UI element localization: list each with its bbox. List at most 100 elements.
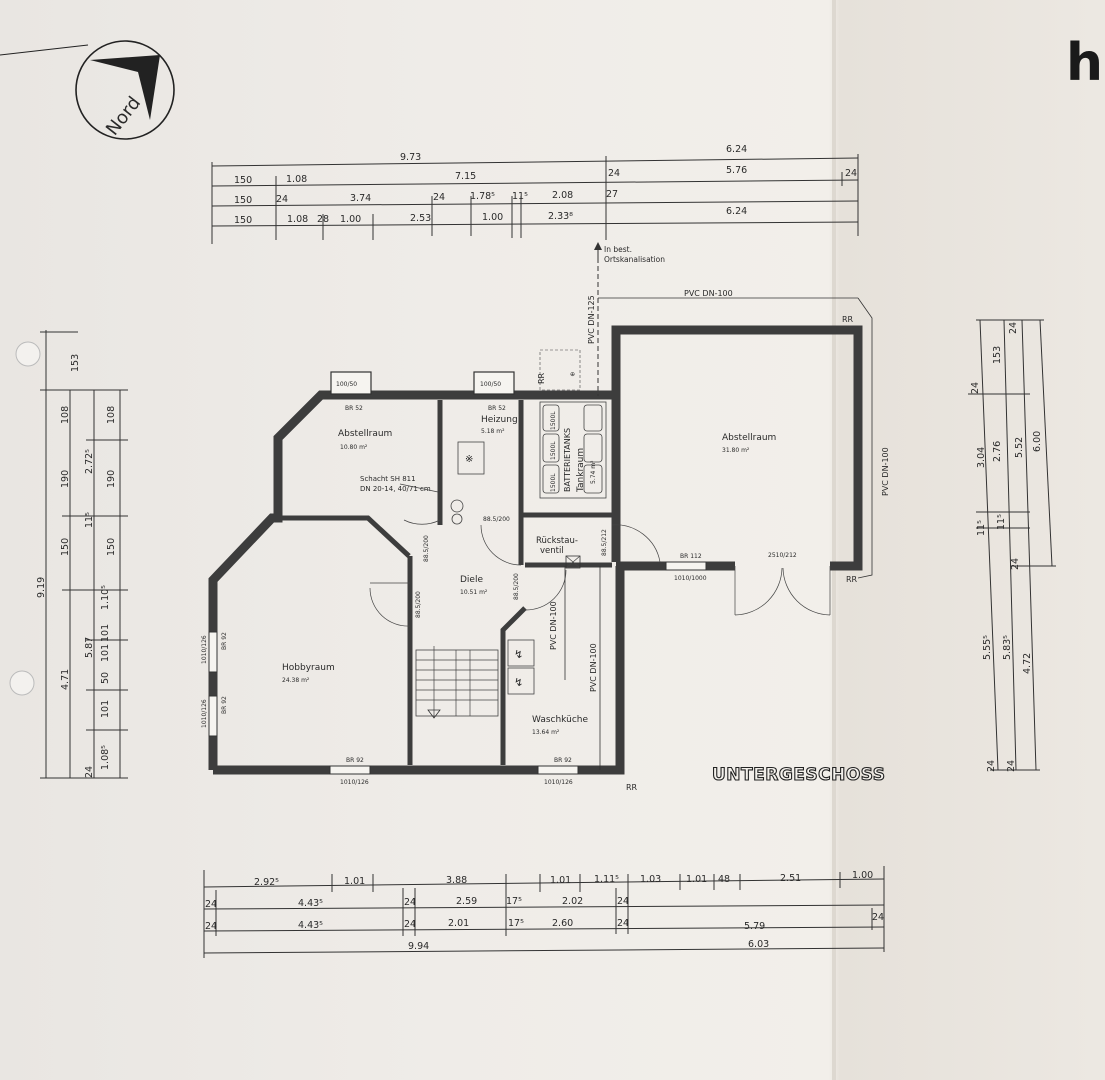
window-label: 1010/126 — [544, 779, 573, 786]
dim-label: 2.59 — [456, 896, 477, 907]
br-label: BR 52 — [345, 405, 363, 412]
dim-label: 9.73 — [400, 152, 421, 163]
left-dimensions: 153 9.19 4.71 108 190 150 5.87 24 2.72⁵ … — [36, 330, 128, 779]
dim-label: 5.52 — [1014, 437, 1025, 458]
washing-machine-icon: ↯ ↯ — [507, 639, 535, 695]
dim-label: 2.76 — [992, 441, 1003, 462]
doors: 2510/212 88.5/200 88.5/200 88.5/212 88.5… — [369, 516, 831, 627]
dim-label: 1.08 — [286, 174, 307, 185]
walls — [208, 325, 863, 775]
room-area: 5.74 m² — [590, 460, 597, 484]
room-name: Diele — [460, 575, 483, 585]
room-area: 24.38 m² — [282, 677, 310, 684]
dim-label: 5.87 — [84, 637, 95, 658]
dim-label: 5.55⁵ — [982, 635, 993, 660]
window-label: 100/50 — [336, 381, 357, 388]
dim-label: 3.88 — [446, 875, 467, 886]
door-label: 88.5/212 — [601, 529, 608, 556]
pipe-label: PVC DN-100 — [881, 447, 890, 496]
room-area: 10.80 m² — [340, 444, 368, 451]
rr-label: RR — [846, 575, 858, 584]
valve-icon — [565, 555, 581, 569]
svg-text:⊕: ⊕ — [570, 371, 575, 378]
window-label: 100/50 — [480, 381, 501, 388]
dim-label: 7.15 — [455, 171, 476, 182]
pipe-label: PVC DN-125 — [587, 295, 596, 344]
door-label: 88.5/200 — [483, 516, 510, 523]
bottom-dimensions: 2.92⁵ 1.01 3.88 1.01 1.11⁵ 1.03 1.01 48 … — [203, 866, 885, 958]
dim-label: 24 — [433, 192, 445, 203]
dim-label: 2.60 — [552, 918, 573, 929]
dim-label: 50 — [100, 672, 111, 684]
br-label: BR 92 — [221, 696, 228, 714]
dim-label: 1.11⁵ — [594, 874, 619, 885]
dim-label: 153 — [70, 354, 81, 372]
schacht-note: DN 20-14, 40/71 cm — [360, 485, 431, 493]
north-arrow-icon: Nord — [0, 40, 175, 140]
dim-label: 24 — [872, 912, 884, 923]
right-dimensions: 24 3.04 11⁵ 5.55⁵ 24 153 2.76 11⁵ 5.83⁵ … — [968, 319, 1056, 772]
tank-label: 1500L — [550, 441, 557, 460]
dim-label: 11⁵ — [976, 520, 987, 536]
dim-label: 24 — [845, 168, 857, 179]
dim-label: 4.71 — [60, 669, 71, 690]
dim-label: 5.76 — [726, 165, 747, 176]
dim-label: 2.02 — [562, 896, 583, 907]
window-label: 1010/126 — [201, 635, 208, 664]
room-area: 10.51 m² — [460, 589, 488, 596]
door-label: 88.5/200 — [415, 591, 422, 618]
rr-label: RR — [537, 372, 546, 384]
top-dimensions: 9.73 6.24 150 1.08 7.15 24 5.76 24 150 2… — [211, 144, 859, 244]
dim-label: 24 — [205, 899, 217, 910]
dim-label: 3.74 — [350, 193, 371, 204]
br-label: BR 52 — [488, 405, 506, 412]
dim-label: 1.00 — [482, 212, 503, 223]
dim-label: 48 — [718, 874, 730, 885]
dim-label: 11⁵ — [512, 191, 528, 202]
dim-label: 1.08 — [287, 214, 308, 225]
door-label: 2510/212 — [768, 552, 797, 559]
dim-label: 6.00 — [1032, 431, 1043, 452]
punch-hole — [15, 341, 41, 367]
pipe-label: PVC DN-100 — [589, 643, 598, 692]
dim-label: 2.51 — [780, 873, 801, 884]
dim-label: 1.01 — [550, 875, 571, 886]
dim-label: 24 — [205, 921, 217, 932]
dim-label: 1.00 — [340, 214, 361, 225]
dim-label: 6.03 — [748, 939, 769, 950]
room-name: Abstellraum — [338, 429, 392, 439]
pipe-note: Ortskanalisation — [604, 255, 665, 264]
north-label: Nord — [102, 93, 145, 140]
room-name: Hobbyraum — [282, 663, 335, 673]
dim-label: 2.08 — [552, 190, 573, 201]
boiler-icon: ※ — [450, 441, 485, 525]
svg-text:↯: ↯ — [514, 676, 523, 689]
dim-label: 4.43⁵ — [298, 920, 323, 931]
dim-label: 24 — [84, 766, 95, 778]
dim-label: 24 — [1008, 322, 1019, 334]
dim-label: 190 — [60, 470, 71, 488]
tank-label: 1500L — [550, 411, 557, 430]
dim-label: 9.94 — [408, 941, 429, 952]
dim-label: 108 — [60, 406, 71, 424]
paper-fold — [832, 0, 836, 1080]
dim-label: 1.01 — [344, 876, 365, 887]
dim-label: 5.83⁵ — [1002, 635, 1013, 660]
dim-label: 150 — [234, 215, 252, 226]
tank-label: 1500L — [550, 473, 557, 492]
dim-label: 101 — [100, 644, 111, 662]
room-name: Waschküche — [532, 715, 588, 725]
dim-label: 1.03 — [640, 874, 661, 885]
dim-label: 153 — [992, 346, 1003, 364]
dim-label: 6.24 — [726, 206, 747, 217]
dim-label: 150 — [60, 538, 71, 556]
dim-label: 5.79 — [744, 921, 765, 932]
br-label: BR 92 — [554, 757, 572, 764]
room-area: 5.18 m² — [481, 428, 505, 435]
dim-label: 27 — [606, 189, 618, 200]
dim-label: 2.33⁸ — [548, 211, 573, 222]
dim-label: 150 — [106, 538, 117, 556]
dim-label: 24 — [617, 918, 629, 929]
